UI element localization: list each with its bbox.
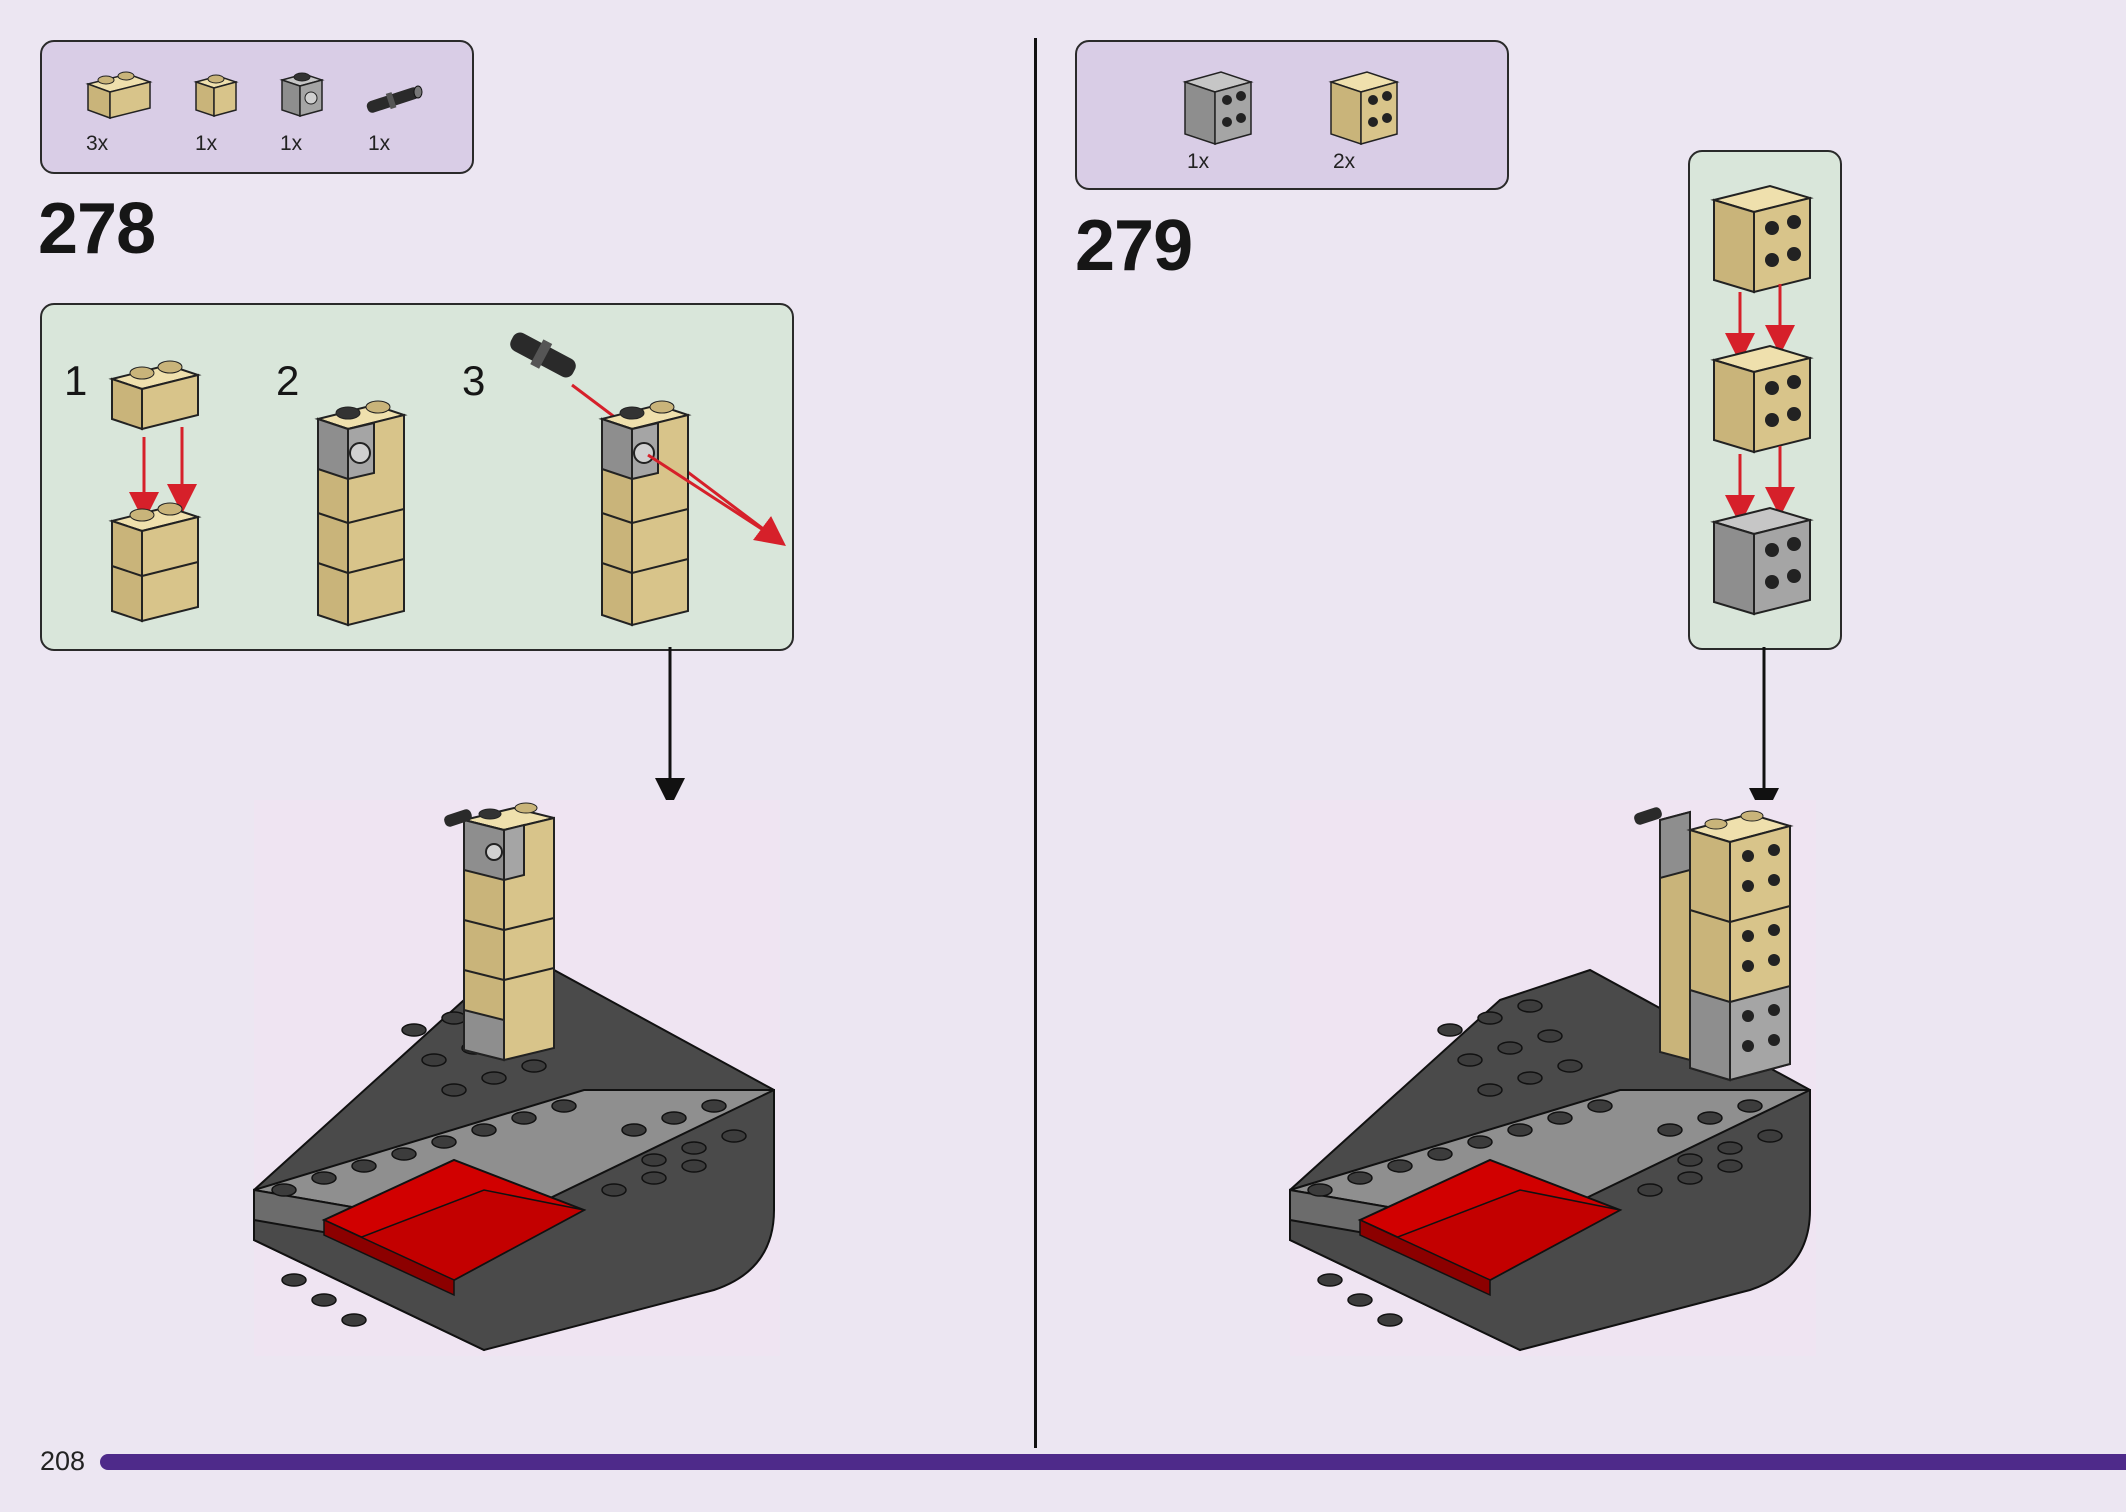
model-step-278 bbox=[253, 802, 775, 1352]
page-divider bbox=[1034, 38, 1037, 1448]
stack-illustration bbox=[1710, 184, 1814, 616]
model-step-279 bbox=[1289, 807, 1811, 1352]
part-qty: 1x bbox=[195, 132, 218, 155]
tan-brick-2x2-icon bbox=[1328, 71, 1400, 146]
part-qty: 1x bbox=[368, 132, 391, 155]
tan-brick-1x2-icon bbox=[85, 71, 153, 120]
assembly-arrow bbox=[655, 647, 685, 808]
parts-list-278: 3x 1x 1x 1x bbox=[40, 40, 474, 174]
tan-brick-1x1-icon bbox=[193, 74, 239, 118]
sub-assembly-278: 1 2 3 bbox=[40, 303, 794, 651]
substep-number: 2 bbox=[276, 357, 300, 404]
technic-pin-icon bbox=[366, 85, 423, 113]
substep-number: 1 bbox=[64, 357, 88, 404]
substep-number: 3 bbox=[462, 357, 486, 404]
step-number-279: 279 bbox=[1075, 206, 1193, 286]
page-progress-bar bbox=[100, 1454, 2126, 1470]
page-number: 208 bbox=[40, 1446, 86, 1476]
part-qty: 1x bbox=[1187, 150, 1210, 173]
grey-brick-2x2-icon bbox=[1182, 71, 1254, 146]
substep-3-illustration bbox=[510, 332, 786, 627]
substep-1-illustration bbox=[108, 360, 202, 623]
part-qty: 1x bbox=[280, 132, 303, 155]
sub-assembly-279 bbox=[1688, 150, 1842, 650]
part-qty: 3x bbox=[86, 132, 109, 155]
part-qty: 2x bbox=[1333, 150, 1356, 173]
step-number-278: 278 bbox=[38, 189, 156, 269]
grey-technic-brick-icon bbox=[279, 72, 325, 118]
assembly-arrow bbox=[1749, 647, 1779, 818]
parts-list-279: 1x 2x bbox=[1075, 40, 1509, 190]
substep-2-illustration bbox=[314, 400, 408, 627]
